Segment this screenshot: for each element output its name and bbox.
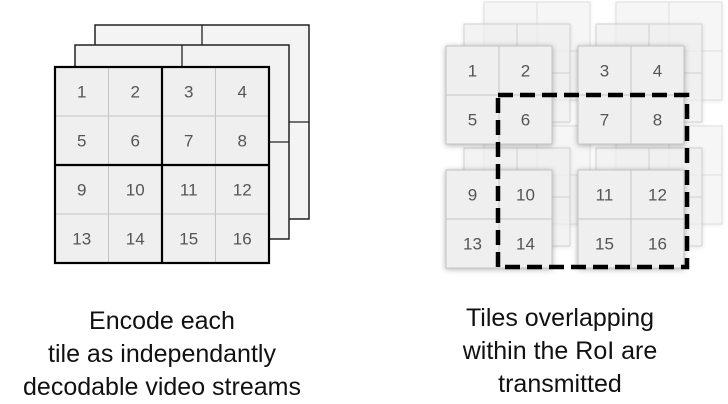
tile-cell: 13 (54, 213, 109, 264)
left-caption: Encode each tile as independantly decoda… (0, 305, 324, 404)
tile-cell: 11 (577, 169, 632, 220)
tile-cell: 4 (630, 45, 685, 96)
tile-cell: 6 (108, 115, 163, 166)
tile-number: 5 (77, 132, 86, 151)
tile-number: 10 (126, 181, 145, 200)
tile-cell: 12 (215, 164, 270, 215)
tile-cell: 10 (108, 164, 163, 215)
tile-number: 2 (521, 62, 530, 81)
tile-number: 1 (77, 83, 86, 102)
tile-cell: 8 (215, 115, 270, 166)
tile-number: 8 (238, 132, 247, 151)
tile-cell: 8 (630, 94, 685, 145)
tile-number: 6 (521, 111, 530, 130)
tile-number: 3 (184, 83, 193, 102)
left-caption-line: decodable video streams (23, 373, 301, 401)
right-caption-line: within the RoI are (462, 337, 658, 365)
tile-number: 9 (77, 181, 86, 200)
tile-number: 6 (131, 132, 140, 151)
tile-cell: 16 (630, 218, 685, 269)
tile-number: 11 (596, 186, 614, 205)
right-caption-line: Tiles overlapping (465, 304, 655, 332)
tile-number: 13 (463, 235, 482, 254)
tile-cell: 3 (161, 66, 216, 117)
tile-number: 10 (516, 186, 535, 205)
tile-cell: 6 (498, 94, 553, 145)
tile-cell: 15 (161, 213, 216, 264)
tile-number: 12 (233, 181, 252, 200)
tile-cell: 9 (54, 164, 109, 215)
tile-number: 7 (600, 111, 609, 130)
front-tile-block: 3 4 7 8 (577, 45, 685, 145)
tile-number: 7 (184, 132, 193, 151)
tile-cell: 5 (54, 115, 109, 166)
tile-number: 16 (648, 235, 667, 254)
tile-cell: 9 (445, 169, 500, 220)
left-caption-line: Encode each (89, 307, 235, 335)
tile-number: 2 (131, 83, 140, 102)
tile-cell: 7 (577, 94, 632, 145)
tile-number: 1 (468, 62, 477, 81)
tile-cell: 11 (161, 164, 216, 215)
tile-cell: 12 (630, 169, 685, 220)
tile-cell: 15 (577, 218, 632, 269)
tile-number: 13 (72, 230, 91, 249)
roi-region (495, 92, 690, 270)
tile-cell: 14 (498, 218, 553, 269)
tile-cell: 16 (215, 213, 270, 264)
tile-number: 3 (600, 62, 609, 81)
tile-cell: 3 (577, 45, 632, 96)
tile-number: 4 (653, 62, 662, 81)
tile-cell: 10 (498, 169, 553, 220)
front-tile-block: 9 10 13 14 (445, 169, 553, 269)
tile-number: 14 (126, 230, 145, 249)
tile-number: 12 (648, 186, 667, 205)
tile-number: 14 (516, 235, 535, 254)
tile-number: 11 (180, 181, 198, 200)
right-caption: Tiles overlapping within the RoI are tra… (420, 302, 700, 401)
front-tile-block: 1 2 5 6 (445, 45, 553, 145)
tile-cell: 13 (445, 218, 500, 269)
tile-number: 8 (653, 111, 662, 130)
tile-cell: 5 (445, 94, 500, 145)
tile-cell: 2 (498, 45, 553, 96)
tile-cell: 7 (161, 115, 216, 166)
tile-cell: 14 (108, 213, 163, 264)
tile-cell: 1 (445, 45, 500, 96)
tile-cell: 4 (215, 66, 270, 117)
tile-number: 5 (468, 111, 477, 130)
tile-number: 9 (468, 186, 477, 205)
tile-number: 4 (238, 83, 247, 102)
tile-number: 16 (233, 230, 252, 249)
tile-number: 15 (595, 235, 614, 254)
tile-cell: 1 (54, 66, 109, 117)
tile-number: 15 (179, 230, 198, 249)
front-tile-block: 11 12 15 16 (577, 169, 685, 269)
left-caption-line: tile as independantly (48, 340, 276, 368)
right-caption-line: transmitted (498, 370, 622, 398)
tile-cell: 2 (108, 66, 163, 117)
